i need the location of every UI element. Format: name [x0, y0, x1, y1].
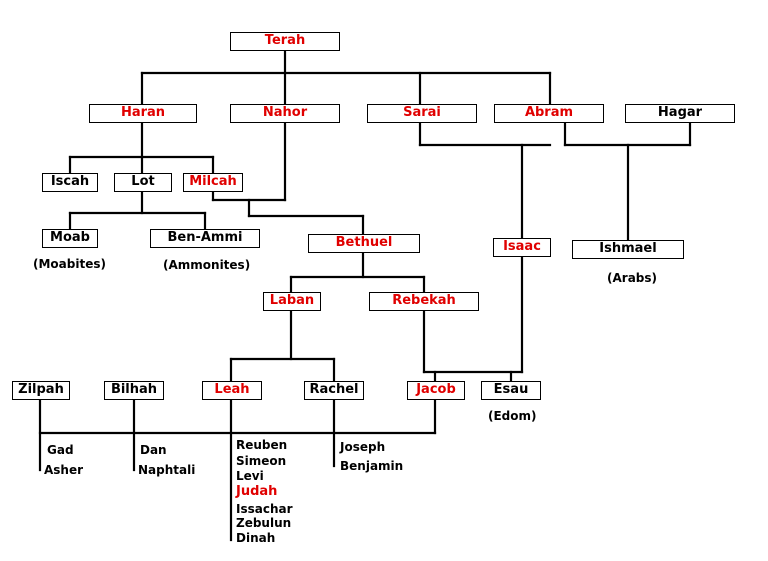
- son-benjamin: Benjamin: [340, 459, 404, 473]
- person-isaac: Isaac: [493, 238, 551, 257]
- person-rebekah: Rebekah: [369, 292, 479, 311]
- son-issachar: Issachar: [236, 502, 293, 516]
- son-joseph: Joseph: [340, 440, 386, 454]
- person-terah: Terah: [230, 32, 340, 51]
- son-simeon: Simeon: [236, 454, 287, 468]
- person-abram: Abram: [494, 104, 604, 123]
- person-haran: Haran: [89, 104, 197, 123]
- person-ishmael: Ishmael: [572, 240, 684, 259]
- person-bethuel: Bethuel: [308, 234, 420, 253]
- person-esau: Esau: [481, 381, 541, 400]
- person-bilhah: Bilhah: [104, 381, 164, 400]
- person-iscah: Iscah: [42, 173, 98, 192]
- person-nahor: Nahor: [230, 104, 340, 123]
- note-edom: (Edom): [488, 409, 537, 423]
- son-gad: Gad: [47, 443, 74, 457]
- son-naphtali: Naphtali: [138, 463, 196, 477]
- person-milcah: Milcah: [183, 173, 243, 192]
- person-zilpah: Zilpah: [12, 381, 70, 400]
- son-levi: Levi: [236, 469, 264, 483]
- son-reuben: Reuben: [236, 438, 288, 452]
- son-zebulun: Zebulun: [236, 516, 292, 530]
- son-dan: Dan: [140, 443, 167, 457]
- person-hagar: Hagar: [625, 104, 735, 123]
- person-jacob: Jacob: [407, 381, 465, 400]
- note-ammonites: (Ammonites): [163, 258, 251, 272]
- person-rachel: Rachel: [304, 381, 364, 400]
- person-ben-ammi: Ben-Ammi: [150, 229, 260, 248]
- person-leah: Leah: [202, 381, 262, 400]
- note-arabs: (Arabs): [607, 271, 658, 285]
- son-asher: Asher: [44, 463, 84, 477]
- son-judah: Judah: [236, 484, 278, 499]
- person-lot: Lot: [114, 173, 172, 192]
- person-sarai: Sarai: [367, 104, 477, 123]
- person-laban: Laban: [263, 292, 321, 311]
- person-moab: Moab: [42, 229, 98, 248]
- note-moabites: (Moabites): [33, 257, 106, 271]
- son-dinah: Dinah: [236, 531, 276, 545]
